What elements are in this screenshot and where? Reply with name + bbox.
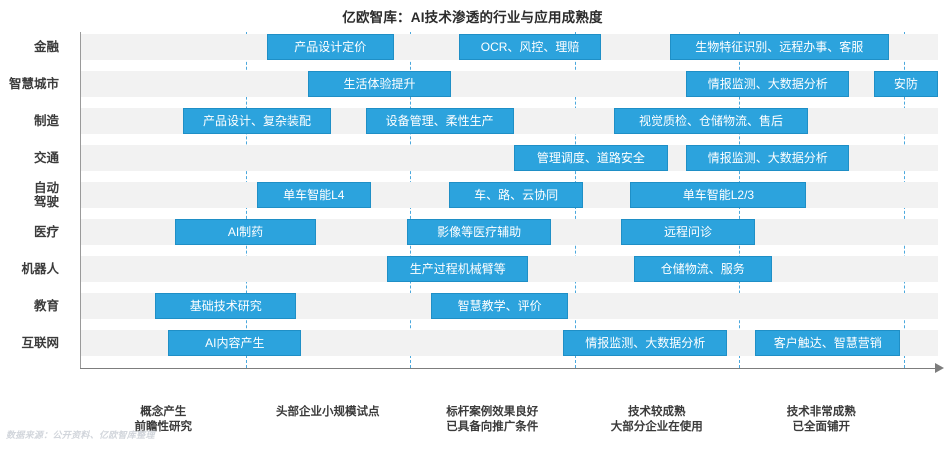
bar-item[interactable]: 设备管理、柔性生产 <box>365 108 514 134</box>
row-label-自动驾驶: 自动驾驶 <box>0 181 59 209</box>
row-label-教育: 教育 <box>0 299 59 313</box>
bar-item[interactable]: 情报监测、大数据分析 <box>686 71 850 97</box>
bar-item[interactable]: 智慧教学、评价 <box>431 293 568 319</box>
y-axis-line <box>80 32 81 368</box>
axis-caption-line: 前瞻性研究 <box>134 421 193 433</box>
row-label-line: 自动 <box>33 181 59 195</box>
bar-item[interactable]: AI内容产生 <box>168 330 302 356</box>
bar-item[interactable]: AI制药 <box>174 219 317 245</box>
x-axis-stage-3: 标杆案例效果良好已具备向推广条件 <box>412 405 572 435</box>
row-label-line: 机器人 <box>21 262 59 276</box>
row-label-机器人: 机器人 <box>0 262 59 276</box>
bar-item[interactable]: 生活体验提升 <box>308 71 452 97</box>
row-label-line: 智慧城市 <box>8 77 59 91</box>
x-axis-stage-1: 概念产生前瞻性研究 <box>83 405 243 435</box>
bar-item[interactable]: 影像等医疗辅助 <box>406 219 552 245</box>
row-label-医疗: 医疗 <box>0 225 59 239</box>
x-axis-line <box>80 368 936 369</box>
bar-item[interactable]: 单车智能L4 <box>257 182 371 208</box>
axis-caption-line: 头部企业小规模试点 <box>276 406 380 418</box>
bar-item[interactable]: 情报监测、大数据分析 <box>686 145 850 171</box>
axis-caption-line: 概念产生 <box>140 406 187 418</box>
row-label-金融: 金融 <box>0 40 59 54</box>
bar-item[interactable]: 单车智能L2/3 <box>630 182 807 208</box>
plot-area: 金融 产品设计定价 OCR、风控、理赔 生物特征识别、远程办事、客服智慧城市 生活体验提… <box>9 30 944 433</box>
x-axis-stage-4: 技术较成熟大部分企业在使用 <box>577 405 737 435</box>
axis-caption-line: 技术较成熟 <box>628 406 686 418</box>
row-label-智慧城市: 智慧城市 <box>0 77 59 91</box>
bar-item[interactable]: 车、路、云协同 <box>449 182 583 208</box>
bar-item[interactable]: 客户触达、智慧营销 <box>755 330 901 356</box>
bar-item[interactable]: 仓储物流、服务 <box>633 256 772 282</box>
bar-item[interactable]: 基础技术研究 <box>155 293 297 319</box>
row-label-line: 制造 <box>33 114 59 128</box>
bar-item[interactable]: 视觉质检、仓储物流、售后 <box>613 108 809 134</box>
row-label-line: 驾驶 <box>33 195 59 209</box>
bar-item[interactable]: 远程问诊 <box>620 219 756 245</box>
row-label-制造: 制造 <box>0 114 59 128</box>
axis-caption-line: 标杆案例效果良好 <box>446 406 539 418</box>
bar-item[interactable]: 安防 <box>873 71 938 97</box>
row-label-互联网: 互联网 <box>0 336 59 350</box>
row-label-line: 金融 <box>33 40 59 54</box>
bar-item[interactable]: 生物特征识别、远程办事、客服 <box>669 34 889 60</box>
x-axis-arrow-icon <box>935 363 944 373</box>
row-label-line: 互联网 <box>21 336 59 350</box>
axis-caption-line: 大部分企业在使用 <box>610 421 703 433</box>
bar-item[interactable]: 生产过程机械臂等 <box>386 256 529 282</box>
row-label-line: 医疗 <box>33 225 59 239</box>
axis-caption-line: 已全面铺开 <box>792 421 851 433</box>
bar-item[interactable]: 产品设计、复杂装配 <box>182 108 332 134</box>
x-axis-stage-5: 技术非常成熟已全面铺开 <box>741 405 901 435</box>
row-label-line: 教育 <box>33 299 59 313</box>
row-label-交通: 交通 <box>0 151 59 165</box>
row-label-line: 交通 <box>33 151 59 165</box>
bar-item[interactable]: 产品设计定价 <box>266 34 394 60</box>
x-axis-stage-2: 头部企业小规模试点 <box>248 405 408 420</box>
page-title: 亿欧智库：AI技术渗透的行业与应用成熟度 <box>342 10 603 25</box>
bar-item[interactable]: 情报监测、大数据分析 <box>562 330 728 356</box>
source-note: 数据来源：公开资料、亿欧智库整理 <box>6 430 155 440</box>
axis-caption-line: 已具备向推广条件 <box>446 421 539 433</box>
bar-item[interactable]: 管理调度、道路安全 <box>513 145 669 171</box>
axis-caption-line: 技术非常成熟 <box>786 406 856 418</box>
bar-item[interactable]: OCR、风控、理赔 <box>459 34 601 60</box>
